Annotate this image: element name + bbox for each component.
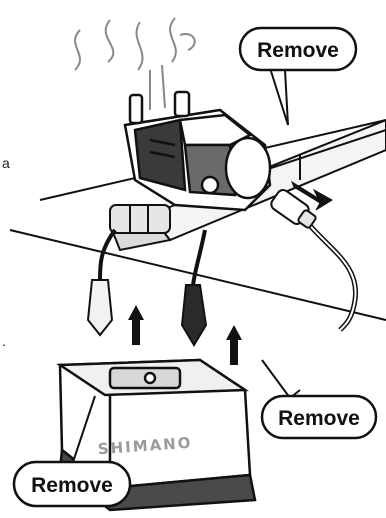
clip-dark (182, 285, 206, 345)
edge-fragment-top: a (2, 155, 10, 171)
edge-fragment-bottom: . (2, 333, 6, 349)
rod-power-cable (305, 220, 356, 330)
callout-right-label: Remove (278, 407, 360, 430)
rod-connector (110, 205, 170, 233)
callout-remove-top: Remove (240, 28, 356, 125)
up-arrow-icon (226, 325, 242, 365)
callout-bottom-label: Remove (31, 474, 113, 497)
up-arrow-icon (128, 305, 144, 345)
callout-remove-right: Remove (262, 360, 376, 438)
electric-reel (125, 92, 270, 210)
callout-top-label: Remove (257, 39, 339, 62)
clip-light (88, 280, 112, 335)
